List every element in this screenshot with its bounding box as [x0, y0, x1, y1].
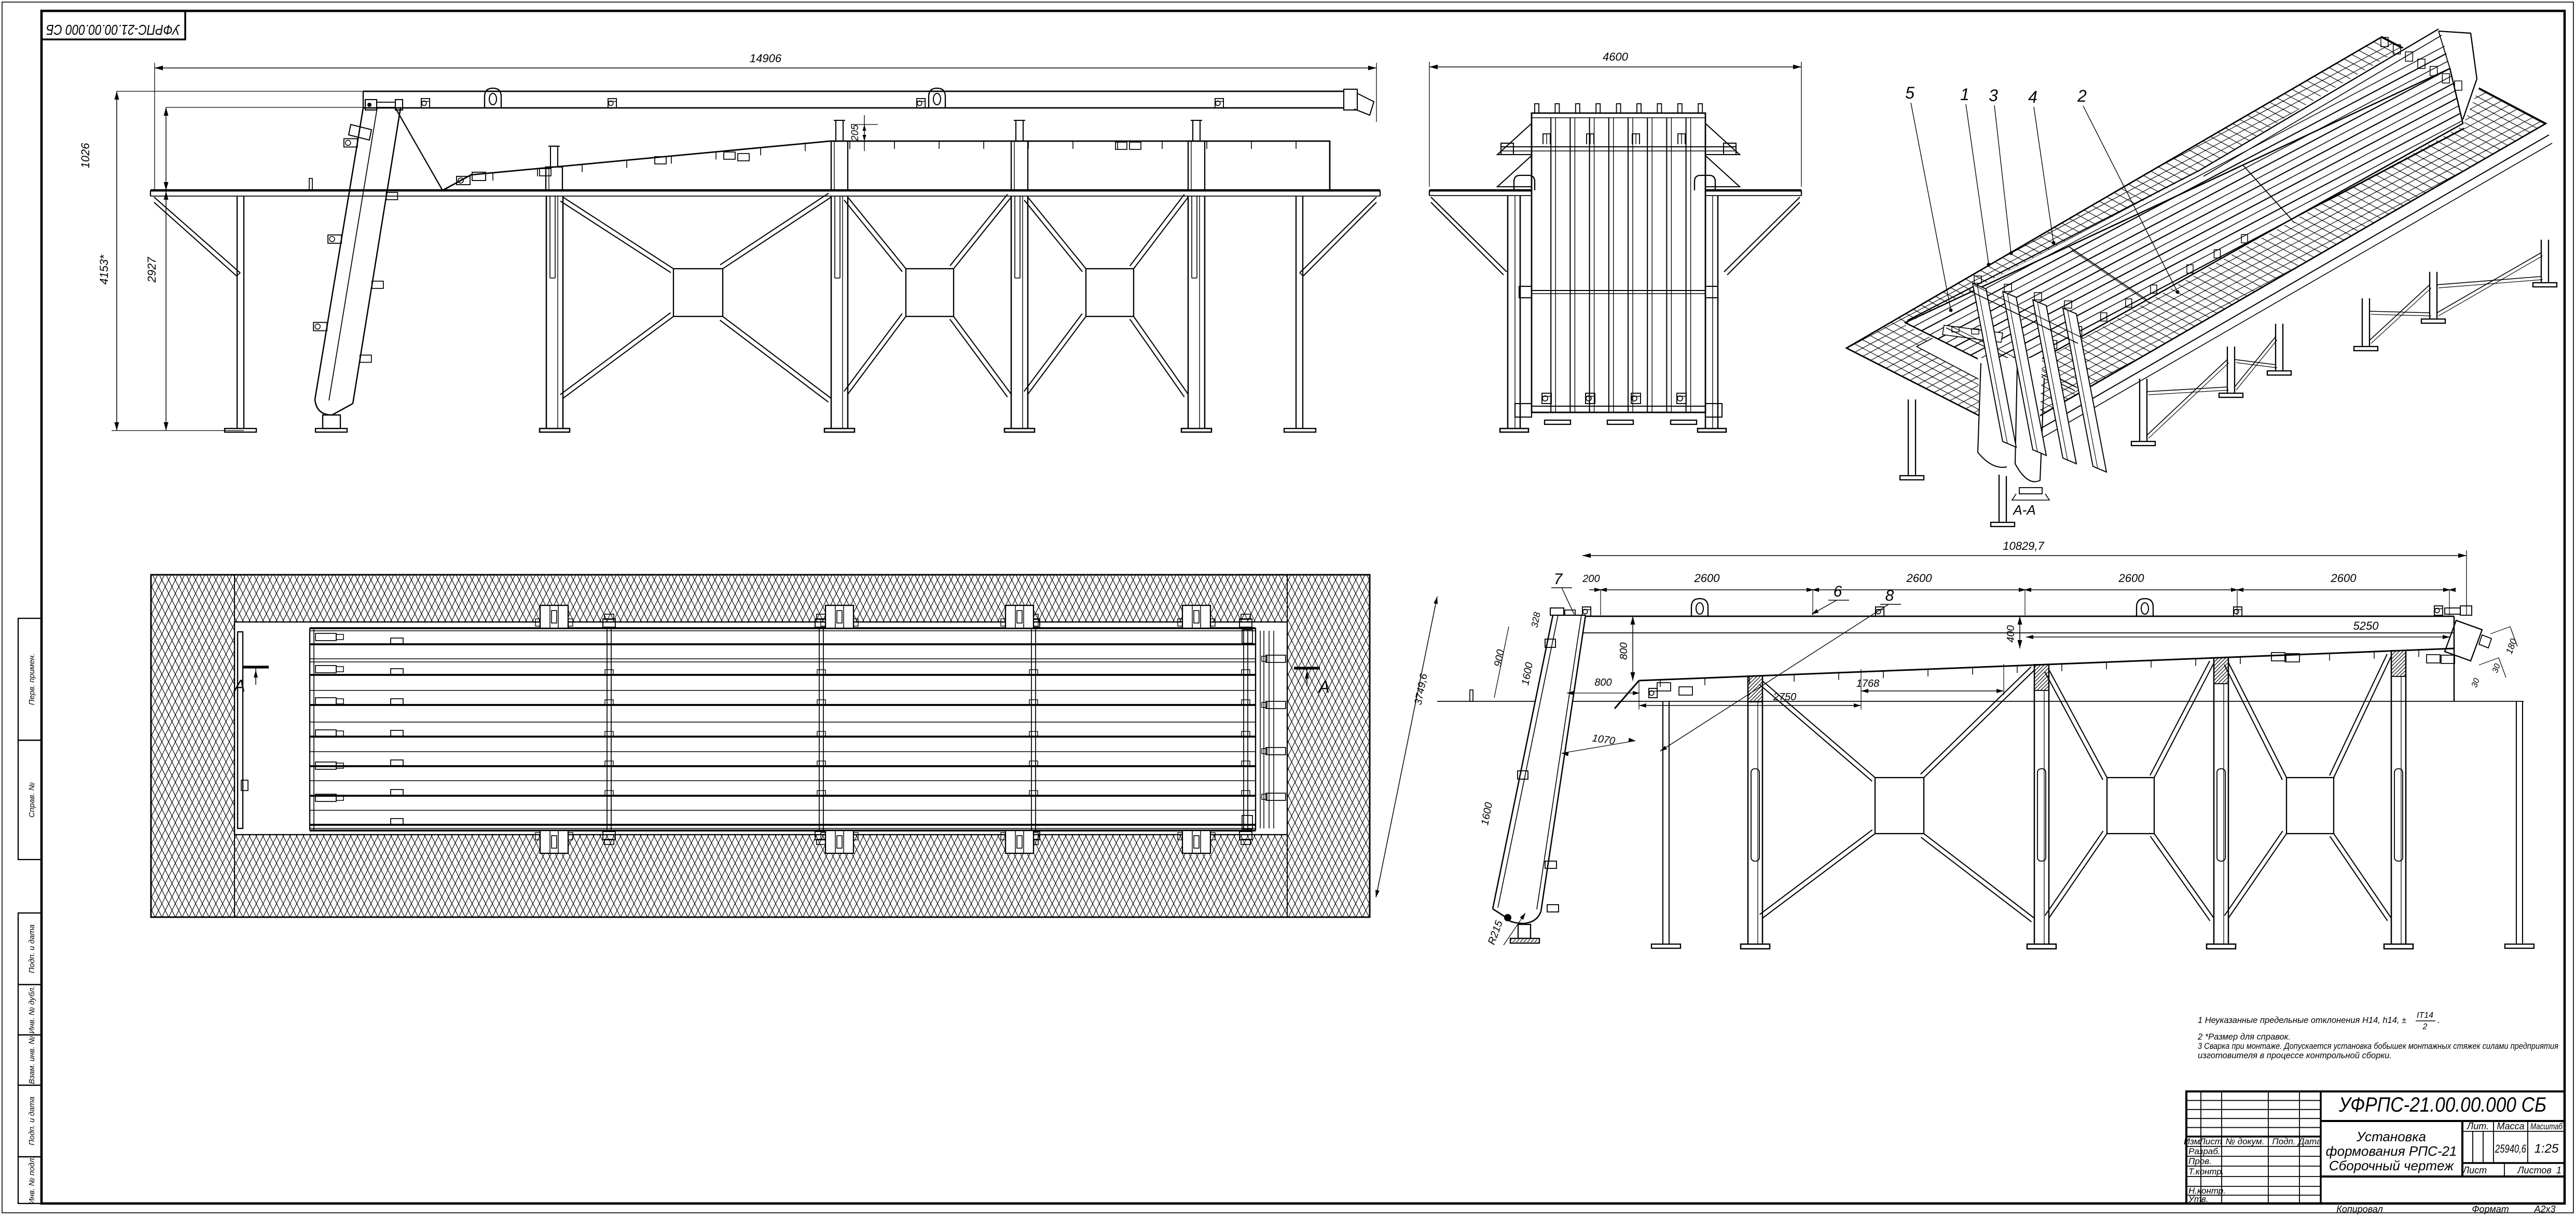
svg-text:5250: 5250	[2353, 619, 2379, 632]
svg-text:10829,7: 10829,7	[2003, 539, 2044, 552]
svg-text:6: 6	[1834, 583, 1842, 600]
svg-text:4600: 4600	[1603, 50, 1629, 63]
svg-text:Подп. и дата: Подп. и дата	[27, 924, 36, 973]
svg-text:Справ. №: Справ. №	[27, 782, 36, 818]
svg-text:Взам. инв. №: Взам. инв. №	[27, 1036, 36, 1084]
svg-text:Подп.: Подп.	[2272, 1137, 2295, 1146]
svg-text:Изм.: Изм.	[2184, 1137, 2202, 1146]
svg-text:Копировал: Копировал	[2336, 1204, 2383, 1214]
svg-text:1: 1	[2556, 1165, 2561, 1175]
svg-text:7: 7	[1554, 571, 1563, 588]
svg-text:формования РПС-21: формования РПС-21	[2326, 1143, 2457, 1159]
svg-text:Лит.: Лит.	[2467, 1121, 2489, 1131]
svg-text:2927: 2927	[145, 257, 158, 283]
svg-text:2: 2	[2422, 1022, 2428, 1031]
svg-text:Установка: Установка	[2356, 1129, 2426, 1144]
svg-text:1026: 1026	[79, 143, 92, 169]
svg-text:205: 205	[850, 124, 861, 142]
svg-text:Н.контр.: Н.контр.	[2188, 1186, 2226, 1196]
svg-text:3: 3	[1989, 86, 1998, 105]
svg-text:Подп. и дата: Подп. и дата	[27, 1097, 36, 1145]
svg-text:Пров.: Пров.	[2188, 1156, 2212, 1166]
svg-text:УФРПС-21.00.00.000 СБ: УФРПС-21.00.00.000 СБ	[2338, 1094, 2546, 1116]
svg-text:5: 5	[1905, 84, 1914, 102]
svg-text:8: 8	[1885, 587, 1894, 604]
svg-text:30: 30	[2470, 677, 2482, 689]
svg-text:1768: 1768	[1856, 678, 1880, 689]
svg-text:Разраб.: Разраб.	[2188, 1146, 2221, 1156]
svg-text:1:25: 1:25	[2534, 1142, 2559, 1156]
svg-text:800: 800	[1618, 642, 1630, 659]
svg-text:А-А: А-А	[2012, 502, 2035, 518]
svg-text:IT14: IT14	[2417, 1011, 2433, 1020]
svg-text:Инв. № подл.: Инв. № подл.	[27, 1156, 36, 1204]
svg-text:25940,6: 25940,6	[2495, 1142, 2526, 1155]
svg-text:изготовителя в процессе контро: изготовителя в процессе контрольной сбор…	[2198, 1051, 2392, 1060]
svg-text:14906: 14906	[750, 52, 782, 65]
svg-text:Т.контр.: Т.контр.	[2188, 1167, 2224, 1177]
svg-text:2600: 2600	[2331, 572, 2357, 585]
svg-text:Лист: Лист	[2199, 1137, 2222, 1146]
svg-text:3 Сварка при монтаже. Допуска: 3 Сварка при монтаже. Допускается устано…	[2198, 1042, 2558, 1051]
svg-text:1 Неуказанные предельные откл: 1 Неуказанные предельные отклонения Н14,…	[2198, 1016, 2406, 1025]
svg-text:2600: 2600	[1694, 572, 1720, 585]
svg-text:.: .	[2437, 1015, 2440, 1025]
svg-text:800: 800	[1594, 677, 1611, 688]
svg-text:А: А	[1317, 677, 1329, 696]
svg-text:Масса: Масса	[2497, 1121, 2524, 1131]
svg-text:2600: 2600	[2118, 572, 2145, 585]
svg-text:2750: 2750	[1773, 691, 1797, 703]
svg-text:30: 30	[2491, 662, 2502, 674]
svg-text:4: 4	[2028, 88, 2037, 106]
svg-text:Сборочный чертеж: Сборочный чертеж	[2329, 1158, 2454, 1173]
svg-text:А2х3: А2х3	[2533, 1204, 2555, 1214]
svg-text:4153*: 4153*	[98, 254, 111, 285]
svg-text:А: А	[233, 676, 245, 695]
svg-text:2 *Размер для справок.: 2 *Размер для справок.	[2197, 1032, 2291, 1042]
svg-text:УФРПС-21.00.00.000 СБ: УФРПС-21.00.00.000 СБ	[46, 22, 181, 38]
svg-text:1: 1	[1960, 85, 1969, 104]
svg-text:Листов: Листов	[2517, 1165, 2552, 1175]
svg-text:400: 400	[2005, 625, 2017, 642]
svg-text:Инв. № дубл.: Инв. № дубл.	[27, 986, 36, 1033]
svg-text:200: 200	[1582, 573, 1600, 585]
svg-text:2: 2	[2077, 87, 2087, 105]
svg-text:Дата: Дата	[2297, 1137, 2322, 1146]
svg-text:Перв. примен.: Перв. примен.	[27, 654, 36, 705]
svg-text:Масштаб: Масштаб	[2530, 1122, 2563, 1131]
svg-text:№ докум.: № докум.	[2226, 1137, 2265, 1146]
svg-text:2600: 2600	[1906, 572, 1933, 585]
svg-text:Формат: Формат	[2472, 1204, 2509, 1214]
svg-text:Утв.: Утв.	[2188, 1194, 2209, 1204]
svg-text:Лист: Лист	[2462, 1165, 2487, 1175]
